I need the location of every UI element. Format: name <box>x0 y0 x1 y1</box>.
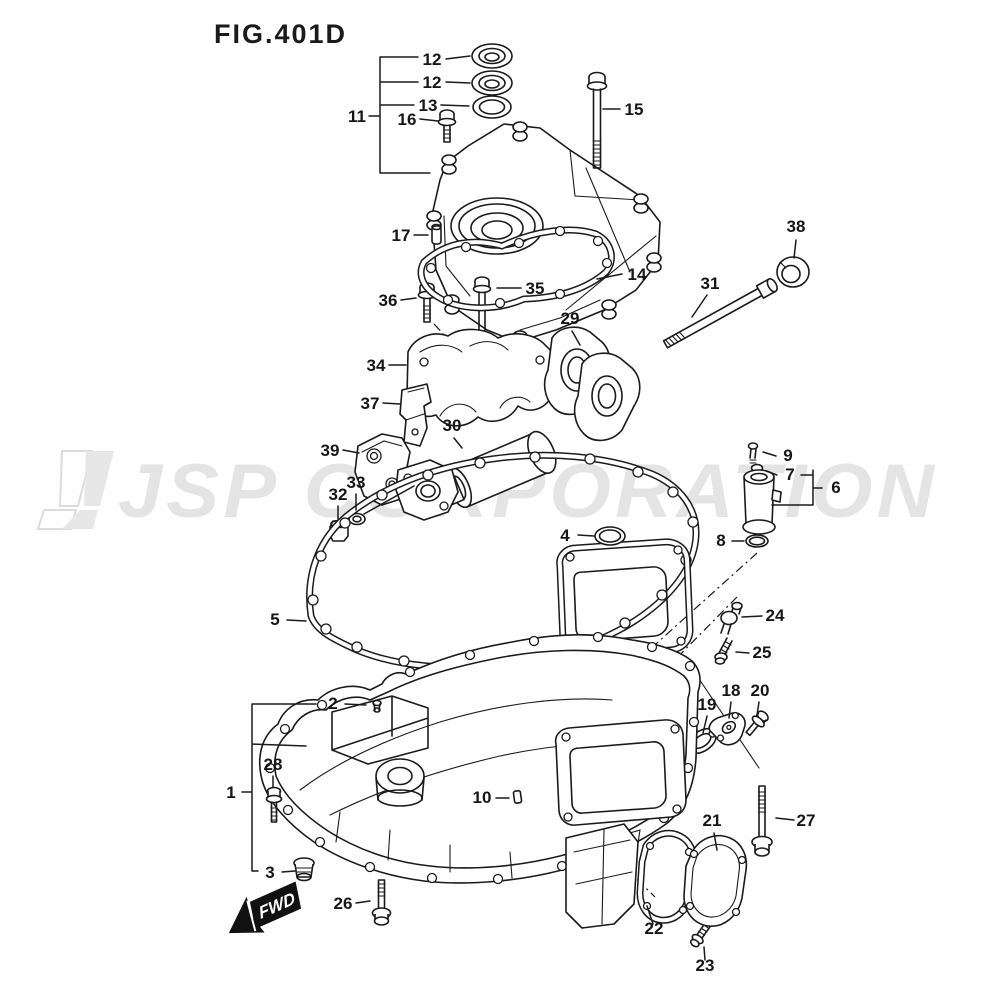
plug-2 <box>372 699 382 713</box>
plug-3 <box>293 857 315 882</box>
callout-21: 21 <box>703 811 722 830</box>
mount-housing-29 <box>543 326 641 442</box>
fwd-direction-marker: FWD <box>228 881 302 934</box>
bolt-15 <box>586 71 608 169</box>
callout-2: 2 <box>328 694 337 713</box>
bolt-31 <box>662 277 778 349</box>
fwd-arrowhead-icon <box>228 896 265 934</box>
anode-cover-18 <box>708 711 746 746</box>
callout-27: 27 <box>797 811 816 830</box>
bolt-9 <box>747 442 759 464</box>
callout-11: 11 <box>348 107 366 126</box>
callout-36: 36 <box>379 291 398 310</box>
callout-18: 18 <box>722 681 741 700</box>
oil-seal-12a <box>471 43 513 69</box>
callout-37: 37 <box>361 394 380 413</box>
callouts: 12 12 13 11 16 15 17 14 38 31 36 35 29 3… <box>226 50 840 975</box>
callout-20: 20 <box>751 681 770 700</box>
grommet-38 <box>776 256 810 288</box>
pan-center-boss <box>375 758 425 807</box>
watermark-logo-fill <box>62 451 114 529</box>
callout-9: 9 <box>783 446 792 465</box>
engine-holder-drawing <box>258 631 701 929</box>
pin-17 <box>431 223 442 245</box>
bracket-37 <box>399 383 432 447</box>
bolt-25 <box>714 637 733 665</box>
callout-15: 15 <box>625 100 644 119</box>
callout-31: 31 <box>701 274 720 293</box>
callout-39: 39 <box>321 441 340 460</box>
dowel-10 <box>512 789 523 804</box>
mount-cushion-34 <box>406 328 556 427</box>
bolt-27 <box>751 785 773 857</box>
engine-holder-cover-drawing <box>426 121 662 351</box>
callout-12b: 12 <box>423 73 442 92</box>
callout-29: 29 <box>561 309 580 328</box>
callout-1: 1 <box>226 783 235 802</box>
bolt-28 <box>265 786 283 823</box>
bolt-16 <box>437 109 457 143</box>
callout-38: 38 <box>787 217 806 236</box>
gasket-14-drawing <box>417 225 615 312</box>
callout-13: 13 <box>419 96 438 115</box>
callout-8: 8 <box>716 531 725 550</box>
fitting-24 <box>720 601 743 635</box>
callout-26: 26 <box>334 894 353 913</box>
callout-25: 25 <box>753 643 772 662</box>
callout-19: 19 <box>698 695 717 714</box>
callout-6: 6 <box>831 478 840 497</box>
callout-32: 32 <box>329 485 348 504</box>
fwd-banner <box>249 881 302 929</box>
callout-23: 23 <box>696 956 715 975</box>
cover-21 <box>683 834 748 927</box>
bolt-26 <box>371 879 392 926</box>
o-ring-8 <box>745 534 769 548</box>
pan-rect-opening <box>554 719 687 826</box>
seal-4 <box>594 526 626 546</box>
watermark-logo-outline <box>36 450 94 530</box>
washer-33 <box>348 512 366 526</box>
callout-3: 3 <box>265 863 274 882</box>
callout-33: 33 <box>347 473 366 492</box>
callout-12a: 12 <box>423 50 442 69</box>
callout-7: 7 <box>785 465 794 484</box>
callout-4: 4 <box>560 526 570 545</box>
callout-16: 16 <box>398 110 417 129</box>
figure-title: FIG.401D <box>214 19 347 49</box>
callout-5: 5 <box>270 610 279 629</box>
washer-13 <box>472 95 512 119</box>
callout-24: 24 <box>766 606 785 625</box>
callout-17: 17 <box>392 226 411 245</box>
callout-30: 30 <box>443 416 462 435</box>
callout-14: 14 <box>628 265 647 284</box>
callout-22: 22 <box>645 919 664 938</box>
callout-35: 35 <box>526 279 545 298</box>
callout-28: 28 <box>264 755 283 774</box>
oil-seal-12b <box>471 70 513 96</box>
tube-6 <box>742 469 782 535</box>
callout-34: 34 <box>367 356 386 375</box>
callout-10: 10 <box>473 788 492 807</box>
leader-lines <box>241 55 823 961</box>
